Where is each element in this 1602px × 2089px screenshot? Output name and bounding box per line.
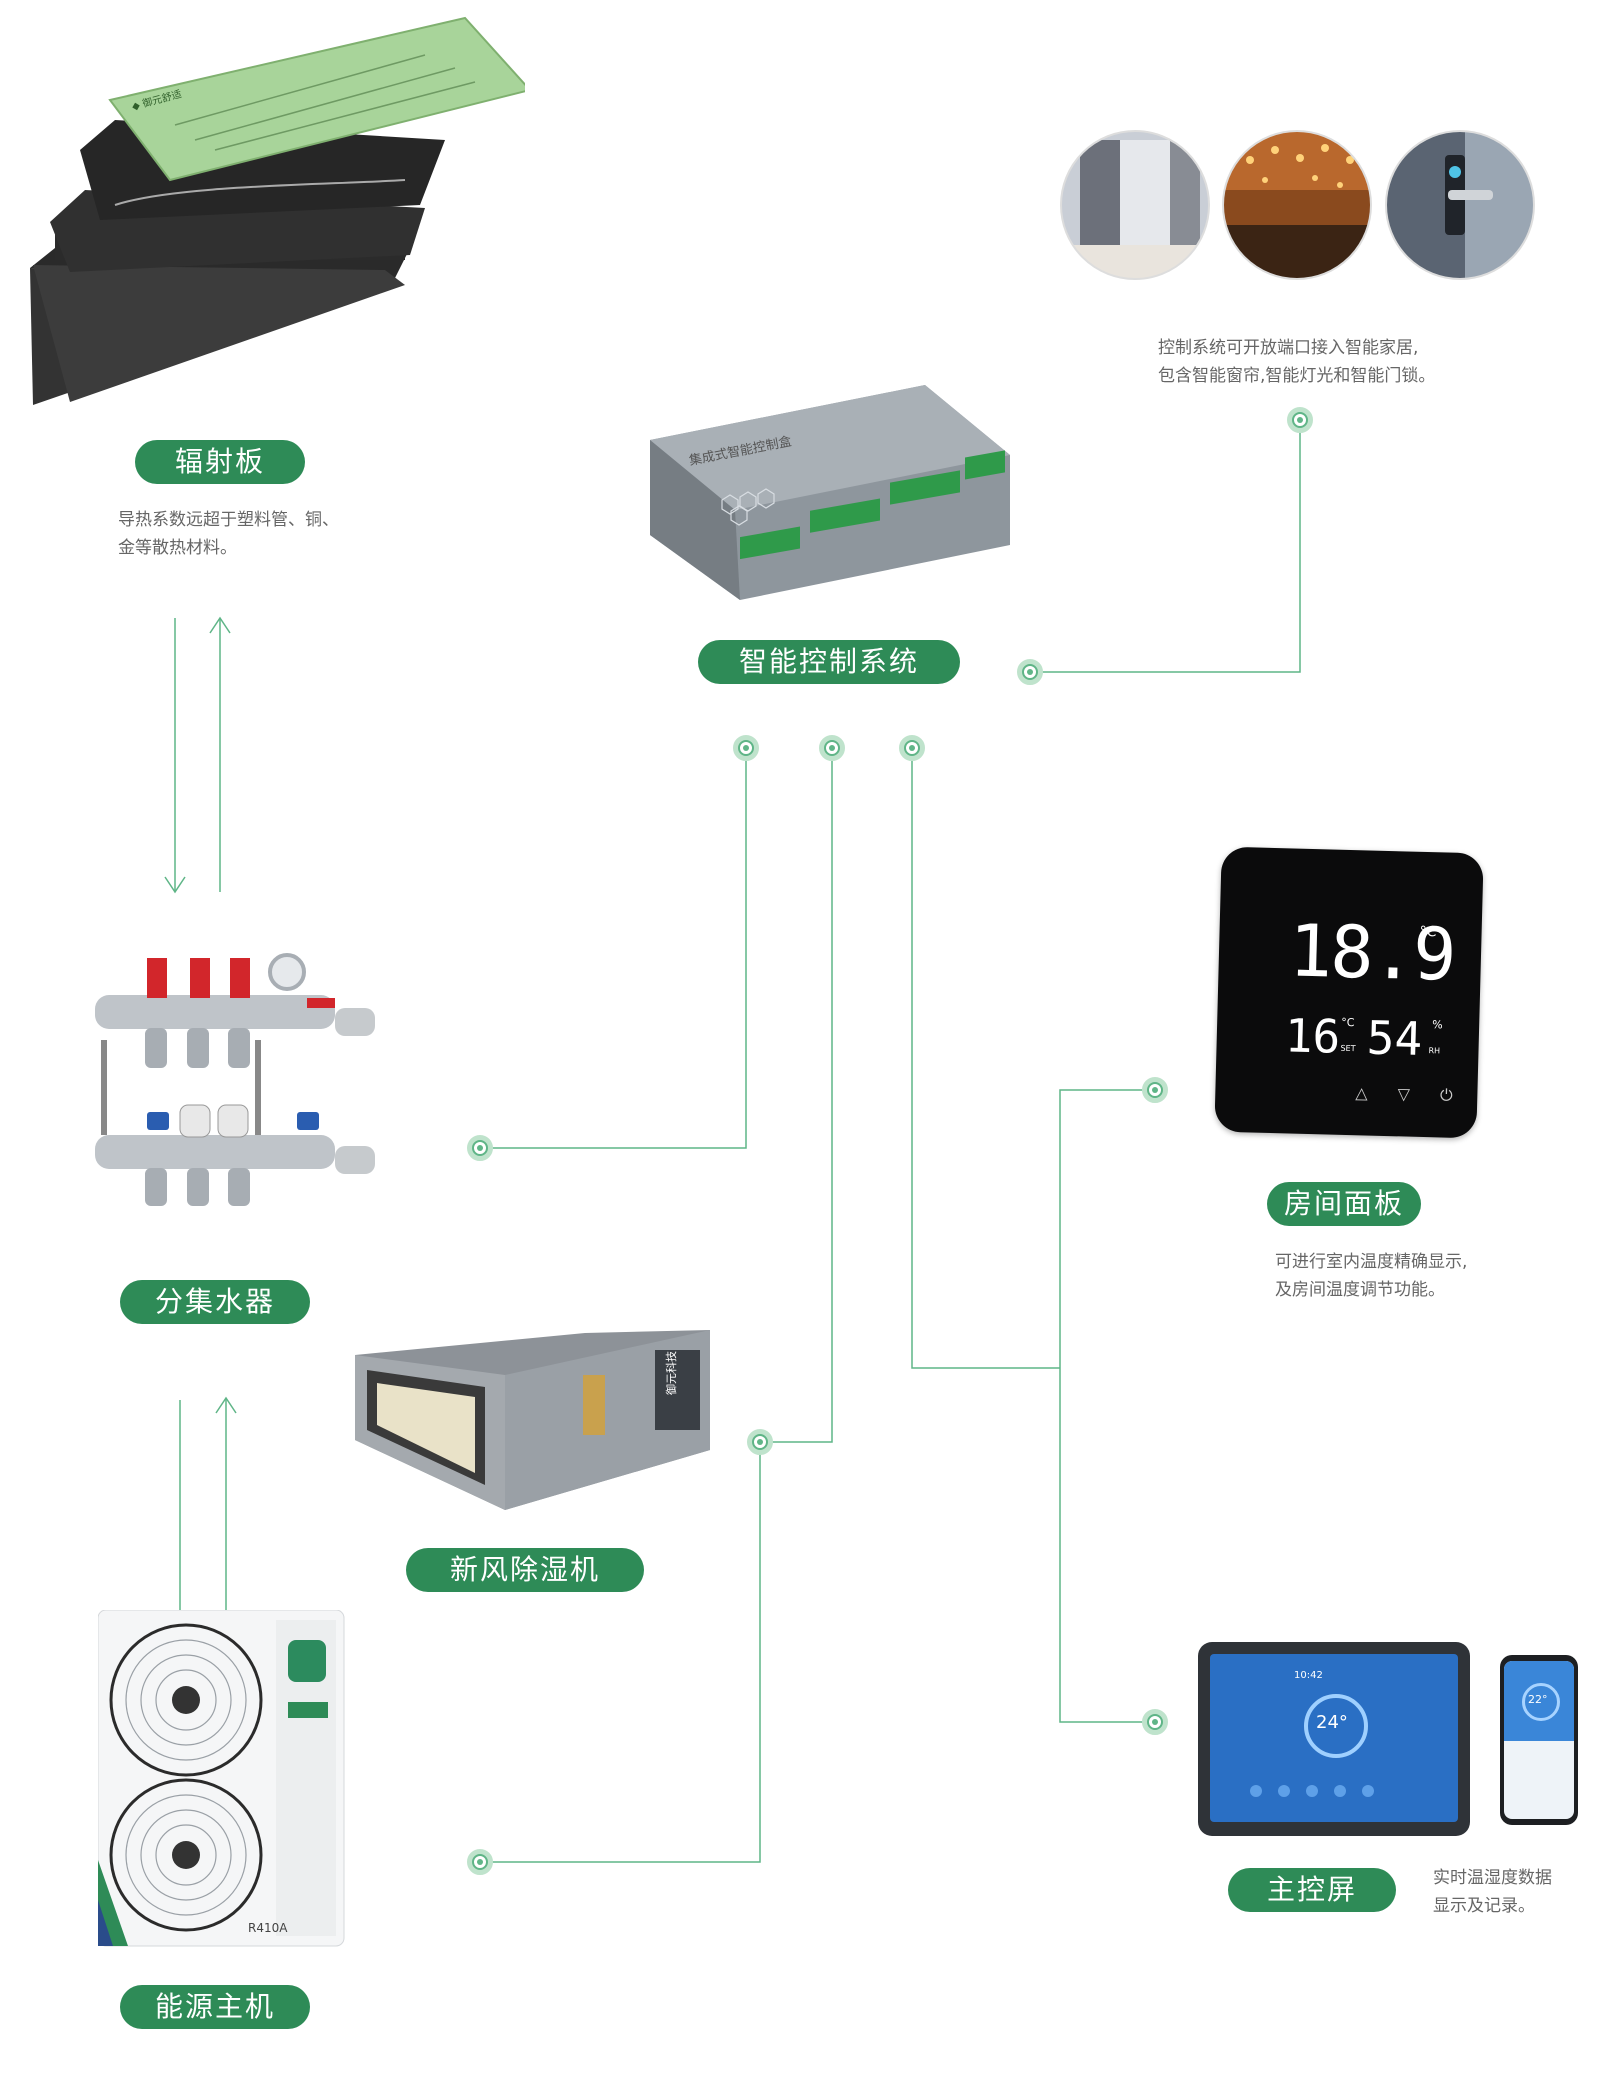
fresh-air-image: 御元科技 (355, 1330, 710, 1510)
line-to-right-trunk (911, 748, 1060, 1369)
smart-home-desc: 控制系统可开放端口接入智能家居, 包含智能窗帘,智能灯光和智能门锁。 (1158, 334, 1578, 390)
phone-screen[interactable]: 22° (1504, 1661, 1574, 1819)
energy-host-label: 能源主机 (120, 1985, 310, 2029)
main-screen-label: 主控屏 (1228, 1868, 1396, 1912)
line-to-freshair (760, 748, 833, 1443)
phone-temp: 22° (1528, 1693, 1548, 1706)
tablet-time: 10:42 (1294, 1670, 1323, 1681)
manifold-label: 分集水器 (120, 1280, 310, 1324)
tablet-icons[interactable] (1250, 1782, 1420, 1797)
tablet-device: 10:42 24° (1198, 1642, 1470, 1836)
phone-dial[interactable] (1522, 1683, 1560, 1721)
radiant-panel-label: 辐射板 (135, 440, 305, 484)
arrow-head-up-1 (209, 616, 231, 634)
room-panel-set-tag: SET (1340, 1043, 1356, 1054)
control-box-image: 集成式智能控制盒 (650, 385, 1010, 600)
manifold-image (95, 953, 375, 1206)
tablet-screen[interactable]: 10:42 24° (1210, 1654, 1458, 1822)
smart-home-desc-line1: 控制系统可开放端口接入智能家居, (1158, 338, 1419, 358)
svg-text:R410A: R410A (248, 1921, 288, 1935)
radiant-panel-image: ◆ 御元舒适 (30, 16, 525, 405)
line-to-smarthome (1030, 420, 1301, 673)
smart-home-desc-line2: 包含智能窗帘,智能灯光和智能门锁。 (1158, 366, 1436, 386)
room-panel-set-unit: °C (1341, 1015, 1355, 1030)
room-panel-desc-line1: 可进行室内温度精确显示, (1275, 1252, 1468, 1272)
room-panel-device: 18.9 °C 16 °C SET 54 % RH △▽⏻ (1214, 846, 1484, 1139)
curtain-photo (1061, 131, 1209, 279)
node-dots (467, 407, 1313, 1875)
room-panel-rh: 54 (1366, 1010, 1423, 1066)
room-panel-unit: °C (1419, 923, 1437, 941)
room-panel-buttons[interactable]: △▽⏻ (1355, 1083, 1483, 1106)
line-to-manifold (480, 748, 747, 1149)
smart-home-images (1060, 130, 1535, 280)
room-panel-set: 16 (1284, 1008, 1341, 1064)
svg-text:御元科技: 御元科技 (664, 1351, 678, 1395)
line-to-host (480, 1442, 761, 1863)
room-panel-desc: 可进行室内温度精确显示, 及房间温度调节功能。 (1275, 1248, 1575, 1304)
room-panel-rh-tag: RH (1428, 1046, 1441, 1056)
control-system-label: 智能控制系统 (698, 640, 960, 684)
main-screen-desc-line1: 实时温湿度数据 (1433, 1868, 1552, 1888)
radiant-panel-desc-line1: 导热系数远超于塑料管、铜、 (118, 510, 339, 530)
line-right-trunk (1059, 1089, 1155, 1723)
room-panel-rh-unit: % (1432, 1018, 1443, 1032)
room-panel-label: 房间面板 (1267, 1182, 1421, 1226)
fresh-air-label: 新风除湿机 (406, 1548, 644, 1592)
energy-host-image: R410A (98, 1610, 345, 1947)
phone-device: 22° (1500, 1655, 1578, 1825)
tablet-temp: 24° (1316, 1712, 1348, 1733)
radiant-panel-desc-line2: 金等散热材料。 (118, 538, 237, 558)
arrow-head-up-2 (215, 1396, 237, 1414)
room-panel-temp: 18.9 (1287, 908, 1456, 997)
room-panel-desc-line2: 及房间温度调节功能。 (1275, 1280, 1445, 1300)
radiant-panel-desc: 导热系数远超于塑料管、铜、 金等散热材料。 (118, 506, 418, 562)
main-screen-desc: 实时温湿度数据 显示及记录。 (1433, 1864, 1593, 1920)
arrow-head-down-1 (164, 876, 186, 894)
main-screen-desc-line2: 显示及记录。 (1433, 1896, 1535, 1916)
tablet-dial[interactable] (1304, 1694, 1368, 1758)
